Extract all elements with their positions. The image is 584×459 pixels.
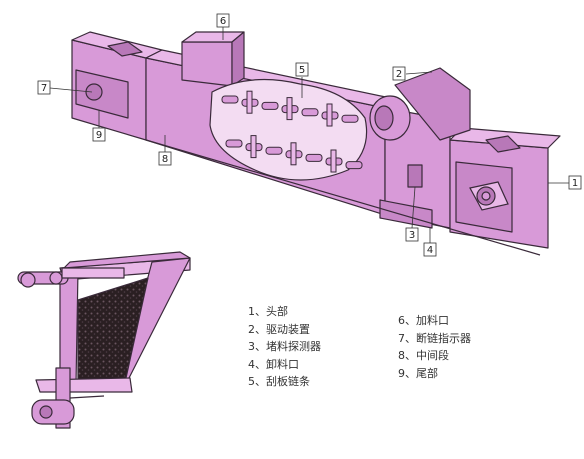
chain-link (345, 161, 363, 170)
discharge-outlet (379, 199, 433, 229)
callout-2: 2 (396, 69, 402, 80)
legend-item: 5、刮板链条 (248, 375, 310, 388)
scraper-flight (246, 90, 253, 114)
chain-link (261, 101, 279, 110)
callout-7: 7 (41, 83, 47, 94)
chain-link (341, 114, 359, 123)
callout-5: 5 (299, 65, 305, 76)
callout-6-box (216, 13, 230, 28)
legend-right: 6、加料口 7、断链指示器 8、中间段 9、尾部 (398, 312, 471, 382)
callout-1: 1 (572, 178, 578, 189)
feed-inlet (181, 41, 233, 87)
cross-section-detail (17, 251, 191, 429)
callout-labels: 1 2 3 4 5 6 7 8 9 (41, 16, 578, 256)
legend-item: 7、断链指示器 (398, 331, 471, 345)
legend-item: 2、驱动装置 (248, 322, 310, 336)
chain-link (301, 108, 319, 117)
legend-item: 1、头部 (248, 305, 288, 318)
callout-1-box (568, 175, 582, 190)
conveyor-body (71, 31, 561, 256)
chain-link (305, 153, 323, 162)
blockage-detector (407, 164, 423, 188)
feed-inlet-throat (231, 31, 245, 87)
scraper-flight (250, 135, 257, 159)
scraper-flight (286, 97, 293, 121)
section-chain-top (17, 267, 125, 288)
callout-9-box (92, 127, 106, 142)
drive-housing (394, 67, 471, 141)
legend-item: 4、卸料口 (248, 357, 299, 371)
section-top-rim (63, 251, 191, 269)
scraper-flight (330, 149, 337, 173)
callout-8: 8 (162, 154, 168, 165)
scraper-chain (221, 90, 363, 173)
section-chain-bottom (31, 367, 133, 429)
callout-2-box (392, 66, 406, 81)
tail-shaft (85, 83, 103, 101)
legend-item: 9、尾部 (398, 366, 438, 380)
callout-4-box (423, 242, 437, 257)
callout-3-box (405, 227, 419, 242)
scraper-flight (290, 142, 297, 166)
callout-4: 4 (427, 245, 433, 256)
callouts (37, 13, 582, 257)
head-sprocket (469, 181, 509, 211)
chain-link (225, 139, 243, 148)
callout-7-box (37, 80, 51, 95)
chain-link (221, 95, 239, 104)
callout-5-box (295, 62, 309, 77)
legend-item: 3、堵料探测器 (248, 340, 321, 353)
callout-8-box (158, 151, 172, 166)
legend-item: 8、中间段 (398, 349, 449, 362)
callout-6: 6 (220, 16, 226, 27)
tail-inlet-slot (107, 41, 143, 57)
drive-motor-end (374, 105, 394, 131)
base-line (145, 139, 541, 256)
callout-9: 9 (96, 130, 102, 141)
scraper-flight (326, 103, 333, 127)
legend-item: 6、加料口 (398, 314, 449, 327)
legend-left: 1、头部 2、驱动装置 3、堵料探测器 4、卸料口 5、刮板链条 (248, 303, 321, 391)
callout-3: 3 (409, 230, 415, 241)
chain-link (265, 146, 283, 155)
head-outlet-slot (485, 135, 521, 153)
